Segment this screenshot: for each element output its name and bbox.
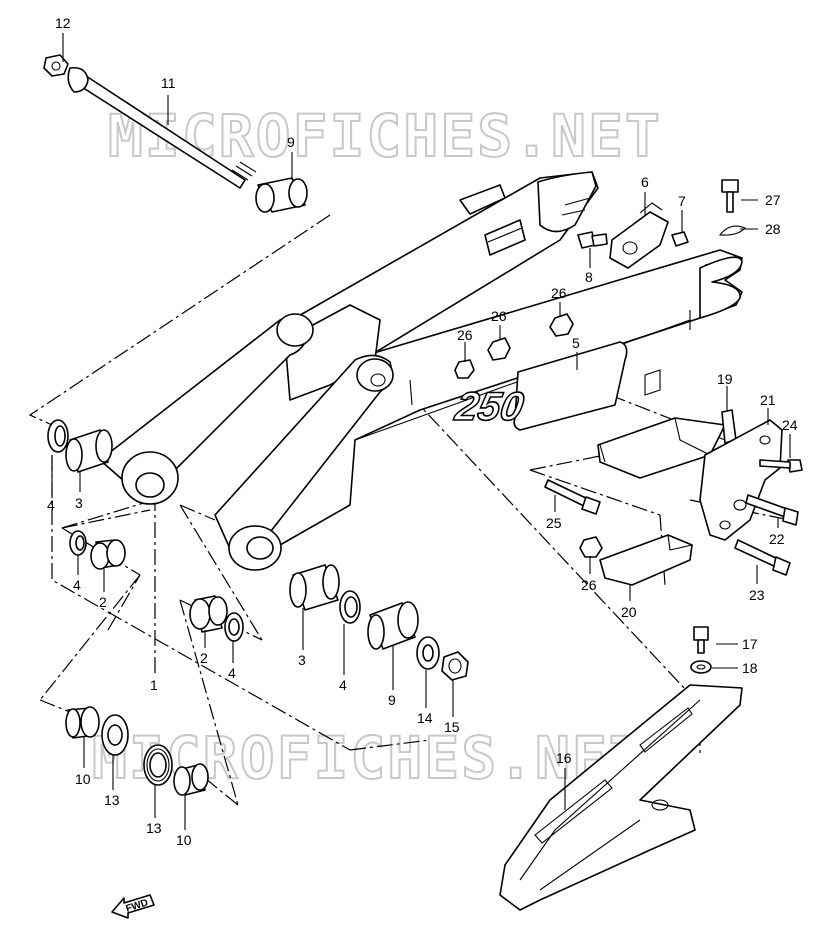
callout-24: 24 xyxy=(782,417,798,433)
callout-18: 18 xyxy=(742,660,758,676)
callout-13-a: 13 xyxy=(104,792,120,808)
callout-10-b: 10 xyxy=(176,832,192,848)
bolt-25 xyxy=(544,479,601,515)
callout-4-d: 4 xyxy=(339,677,347,693)
bolt-22 xyxy=(745,494,799,526)
callout-6: 6 xyxy=(641,174,649,190)
chain-guide-16 xyxy=(499,684,743,911)
spacer-9-lower xyxy=(367,601,419,650)
fwd-arrow: FWD xyxy=(111,894,155,919)
callout-12: 12 xyxy=(55,15,71,31)
callout-22: 22 xyxy=(769,531,785,547)
callout-3-b: 3 xyxy=(298,652,306,668)
callout-14: 14 xyxy=(417,710,433,726)
screw-7 xyxy=(671,231,689,247)
seal-4-lower xyxy=(339,590,361,624)
nut-26-b xyxy=(487,337,511,361)
callout-19: 19 xyxy=(717,371,733,387)
callout-26-d: 26 xyxy=(581,577,597,593)
callout-17: 17 xyxy=(742,636,758,652)
washer-13-left xyxy=(101,714,129,756)
callout-23: 23 xyxy=(749,587,765,603)
callout-4-a: 4 xyxy=(47,497,55,513)
bushing-10-right xyxy=(173,763,209,796)
nut-15 xyxy=(441,651,469,681)
nut-26-d xyxy=(579,536,603,558)
callout-26-c: 26 xyxy=(457,327,473,343)
model-decal-250: 250 xyxy=(451,384,527,429)
bearing-3-lower xyxy=(289,564,340,611)
swingarm: 250 xyxy=(99,171,743,571)
bearing-3-upper xyxy=(65,429,113,473)
callout-28: 28 xyxy=(765,221,781,237)
washer-13-right xyxy=(143,744,173,786)
callout-26-b: 26 xyxy=(491,308,507,324)
callout-25: 25 xyxy=(546,515,562,531)
bolt-17 xyxy=(693,626,709,654)
callout-2-a: 2 xyxy=(99,594,107,610)
callout-13-b: 13 xyxy=(146,820,162,836)
spacer-9-top xyxy=(255,177,308,213)
washer-14 xyxy=(416,636,440,670)
callout-10-a: 10 xyxy=(75,771,91,787)
callout-9-lower: 9 xyxy=(388,692,396,708)
callouts: 12 11 9 6 7 8 27 28 26 26 26 5 19 21 24 … xyxy=(47,15,798,848)
bolt-8 xyxy=(577,231,608,249)
watermark-top: MICROFICHES.NET xyxy=(108,102,662,170)
callout-27: 27 xyxy=(765,192,781,208)
bushing-2-right xyxy=(189,595,228,633)
bolt-24 xyxy=(759,459,803,473)
seal-4-left xyxy=(69,530,87,556)
callout-1: 1 xyxy=(150,677,158,693)
nut-26-a xyxy=(549,313,574,337)
pin-27 xyxy=(721,179,739,213)
bracket-6 xyxy=(609,202,669,269)
callout-9-top: 9 xyxy=(287,134,295,150)
guide-20 xyxy=(599,534,693,586)
callout-7: 7 xyxy=(678,193,686,209)
pivot-bolt-11 xyxy=(67,66,257,189)
callout-2-b: 2 xyxy=(200,650,208,666)
callout-20: 20 xyxy=(621,604,637,620)
bushing-2-left xyxy=(90,539,126,570)
callout-15: 15 xyxy=(444,719,460,735)
fwd-label: FWD xyxy=(125,897,150,915)
bushing-10-left xyxy=(65,706,100,739)
callout-4-c: 4 xyxy=(228,665,236,681)
clip-28 xyxy=(718,225,746,236)
callout-21: 21 xyxy=(760,392,776,408)
nut-12 xyxy=(43,54,69,77)
callout-3-a: 3 xyxy=(75,495,83,511)
bolt-23 xyxy=(734,539,791,576)
leader-lines xyxy=(51,33,791,830)
nut-26-c xyxy=(454,359,475,379)
callout-4-b: 4 xyxy=(73,577,81,593)
chain-adjuster-19 xyxy=(597,409,737,479)
callout-8: 8 xyxy=(585,269,593,285)
callout-5: 5 xyxy=(572,335,580,351)
callout-26-a: 26 xyxy=(551,285,567,301)
washer-18 xyxy=(690,660,712,674)
callout-11: 11 xyxy=(161,75,176,91)
callout-16: 16 xyxy=(556,750,572,766)
seal-4-right xyxy=(224,612,244,642)
seal-4-upper xyxy=(47,419,69,453)
